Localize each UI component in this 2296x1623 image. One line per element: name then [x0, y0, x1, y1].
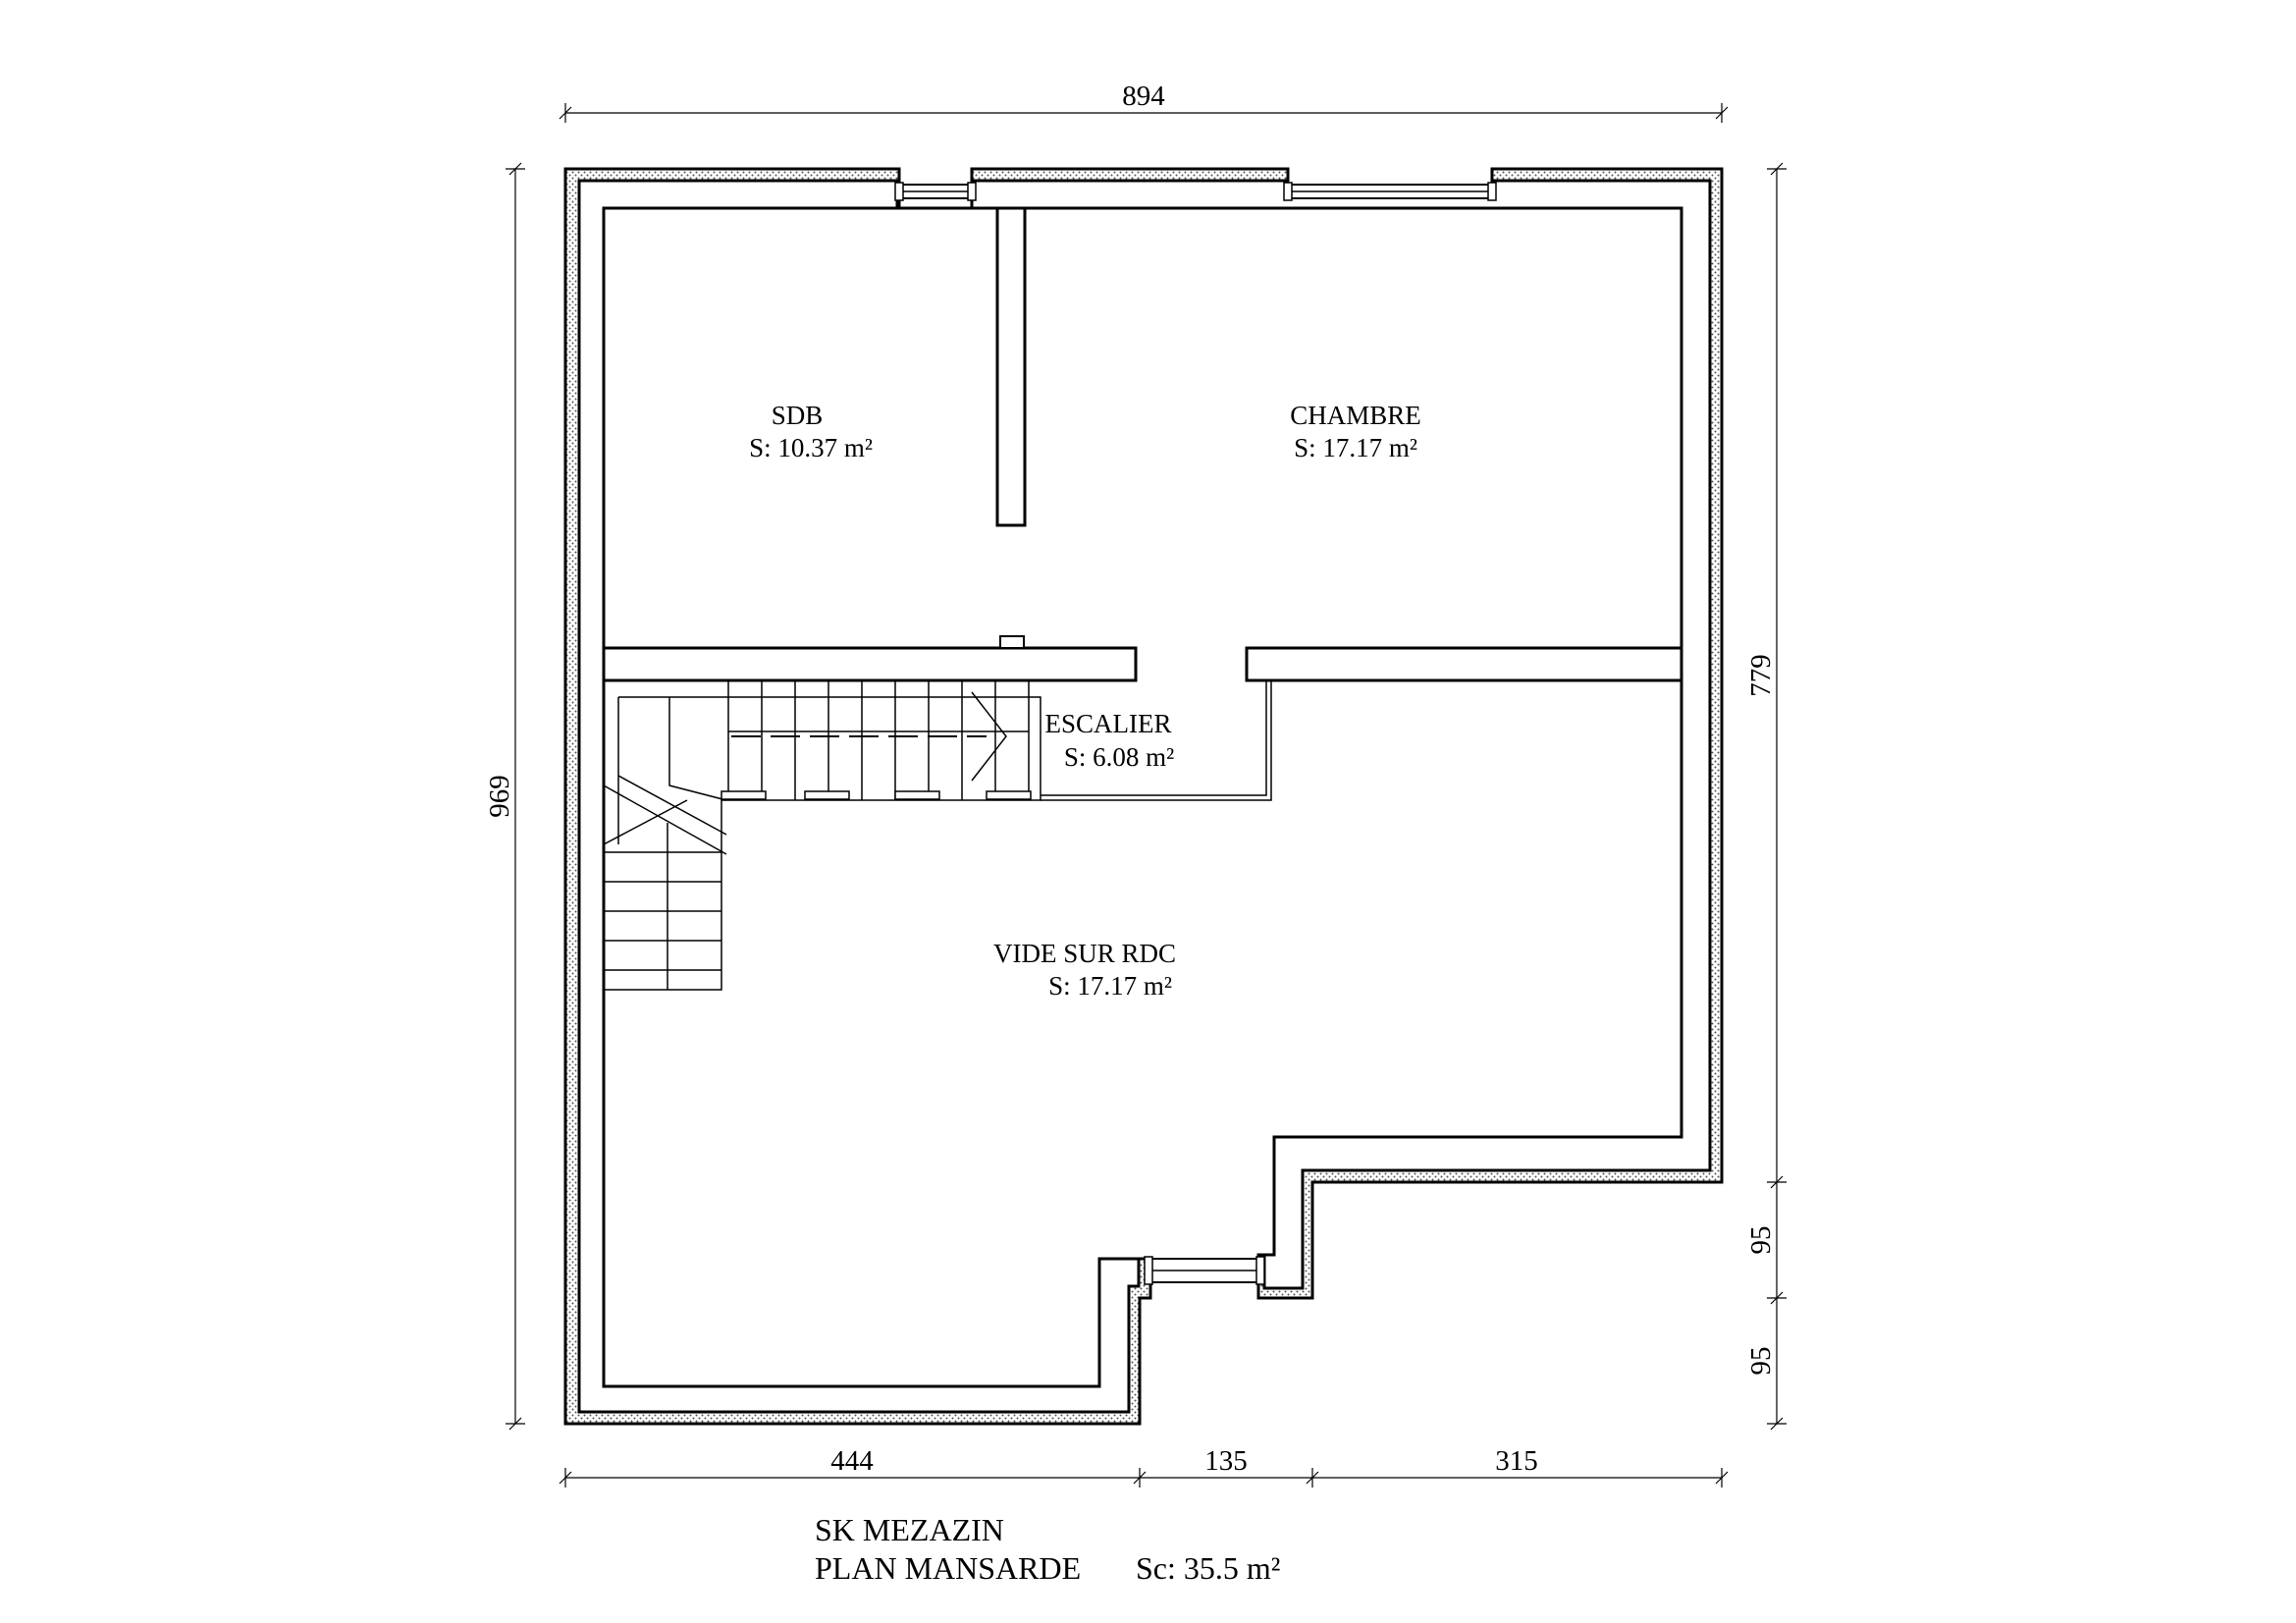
staircase	[603, 680, 1272, 991]
dim-right-step-upper: 95	[1745, 1226, 1777, 1255]
exterior-wall	[563, 167, 1724, 1426]
dim-right-height: 779	[1745, 654, 1777, 697]
room-sdb: SDB S: 10.37 m²	[749, 401, 873, 462]
plan-name: PLAN MANSARDE	[815, 1550, 1081, 1586]
dim-right-step-lower: 95	[1745, 1347, 1777, 1376]
dim-left-height: 969	[484, 775, 515, 818]
room-vide-sur-rdc: VIDE SUR RDC S: 17.17 m²	[993, 939, 1176, 1001]
window-sdb	[894, 182, 977, 201]
partition-upper-left	[602, 635, 1138, 682]
room-area: S: 6.08 m²	[1064, 742, 1174, 772]
stair-treads-lower	[604, 823, 721, 990]
room-area: S: 17.17 m²	[1048, 971, 1172, 1001]
plan-surface: Sc: 35.5 m²	[1136, 1550, 1280, 1586]
window-bottom	[1144, 1256, 1265, 1285]
partition-sdb-chambre	[995, 206, 1027, 527]
room-name: CHAMBRE	[1290, 401, 1421, 430]
room-area: S: 10.37 m²	[749, 433, 873, 462]
room-name: VIDE SUR RDC	[993, 939, 1176, 968]
dim-bottom-left: 444	[830, 1445, 874, 1477]
dim-bottom-mid: 135	[1204, 1445, 1248, 1477]
dim-top-width: 894	[1122, 81, 1165, 112]
project-name: SK MEZAZIN	[815, 1512, 1004, 1547]
room-escalier: ESCALIER S: 6.08 m²	[1044, 709, 1174, 772]
stair-treads-upper	[727, 680, 1030, 800]
room-name: SDB	[772, 401, 824, 430]
dim-bottom-right: 315	[1495, 1445, 1538, 1477]
room-area: S: 17.17 m²	[1294, 433, 1417, 462]
partition-upper-right	[1245, 646, 1683, 682]
window-chambre	[1283, 182, 1497, 201]
title-block: SK MEZAZIN PLAN MANSARDE Sc: 35.5 m²	[815, 1512, 1280, 1586]
room-name: ESCALIER	[1044, 709, 1171, 738]
room-chambre: CHAMBRE S: 17.17 m²	[1290, 401, 1421, 462]
dimension-lines	[506, 103, 1787, 1488]
